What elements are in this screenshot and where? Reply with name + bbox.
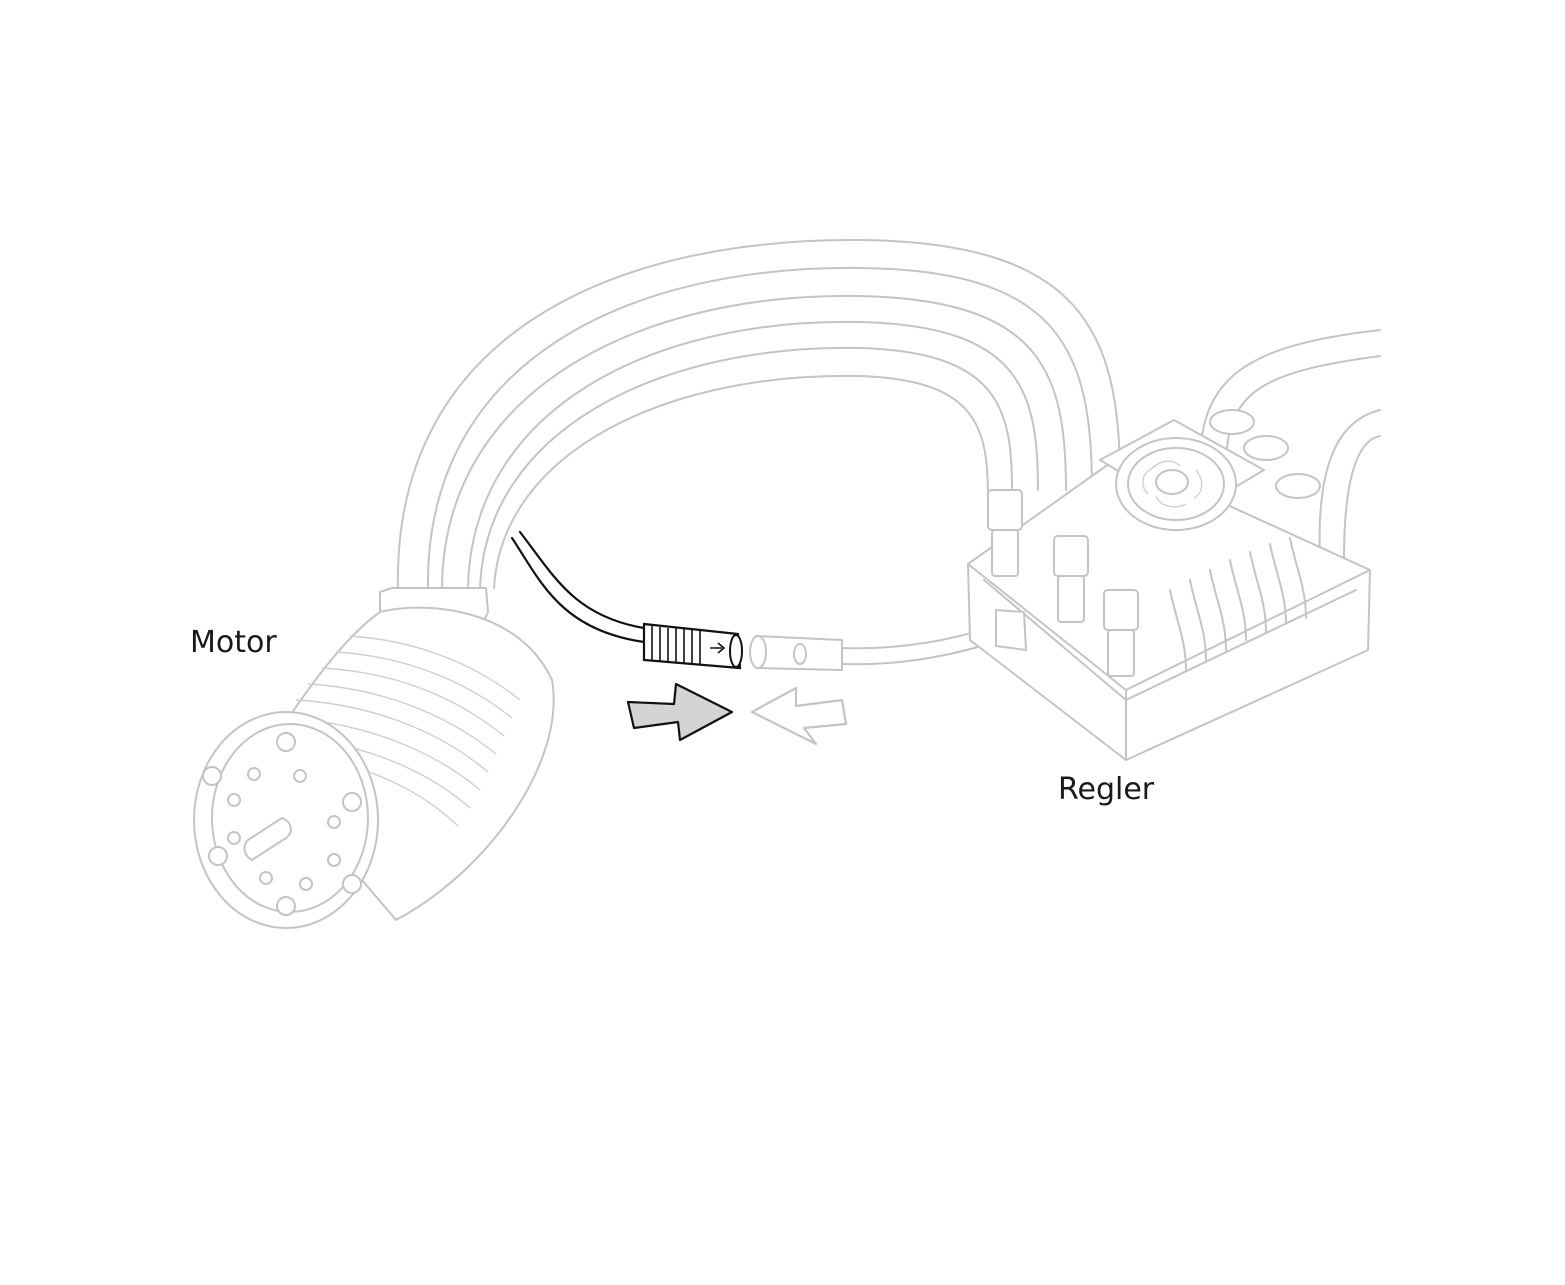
controller-sensor-port [995,609,1027,651]
fan-icon [1115,437,1237,531]
capacitor [1209,409,1255,435]
arrow-right-icon [626,682,734,742]
controller-phase-connectors [987,489,1139,677]
controller [967,329,1381,761]
motor-screws [202,732,362,916]
motor-shaft [243,817,292,861]
motor-sensor-cable [510,530,743,670]
controller-heatsink [1169,537,1307,671]
plug-direction-icon [710,642,726,654]
motor [193,587,555,929]
controller-label: Regler [1058,772,1155,807]
motor-phase-cables [396,238,1121,601]
motor-label: Motor [190,625,277,660]
arrow-left-icon [750,686,848,746]
